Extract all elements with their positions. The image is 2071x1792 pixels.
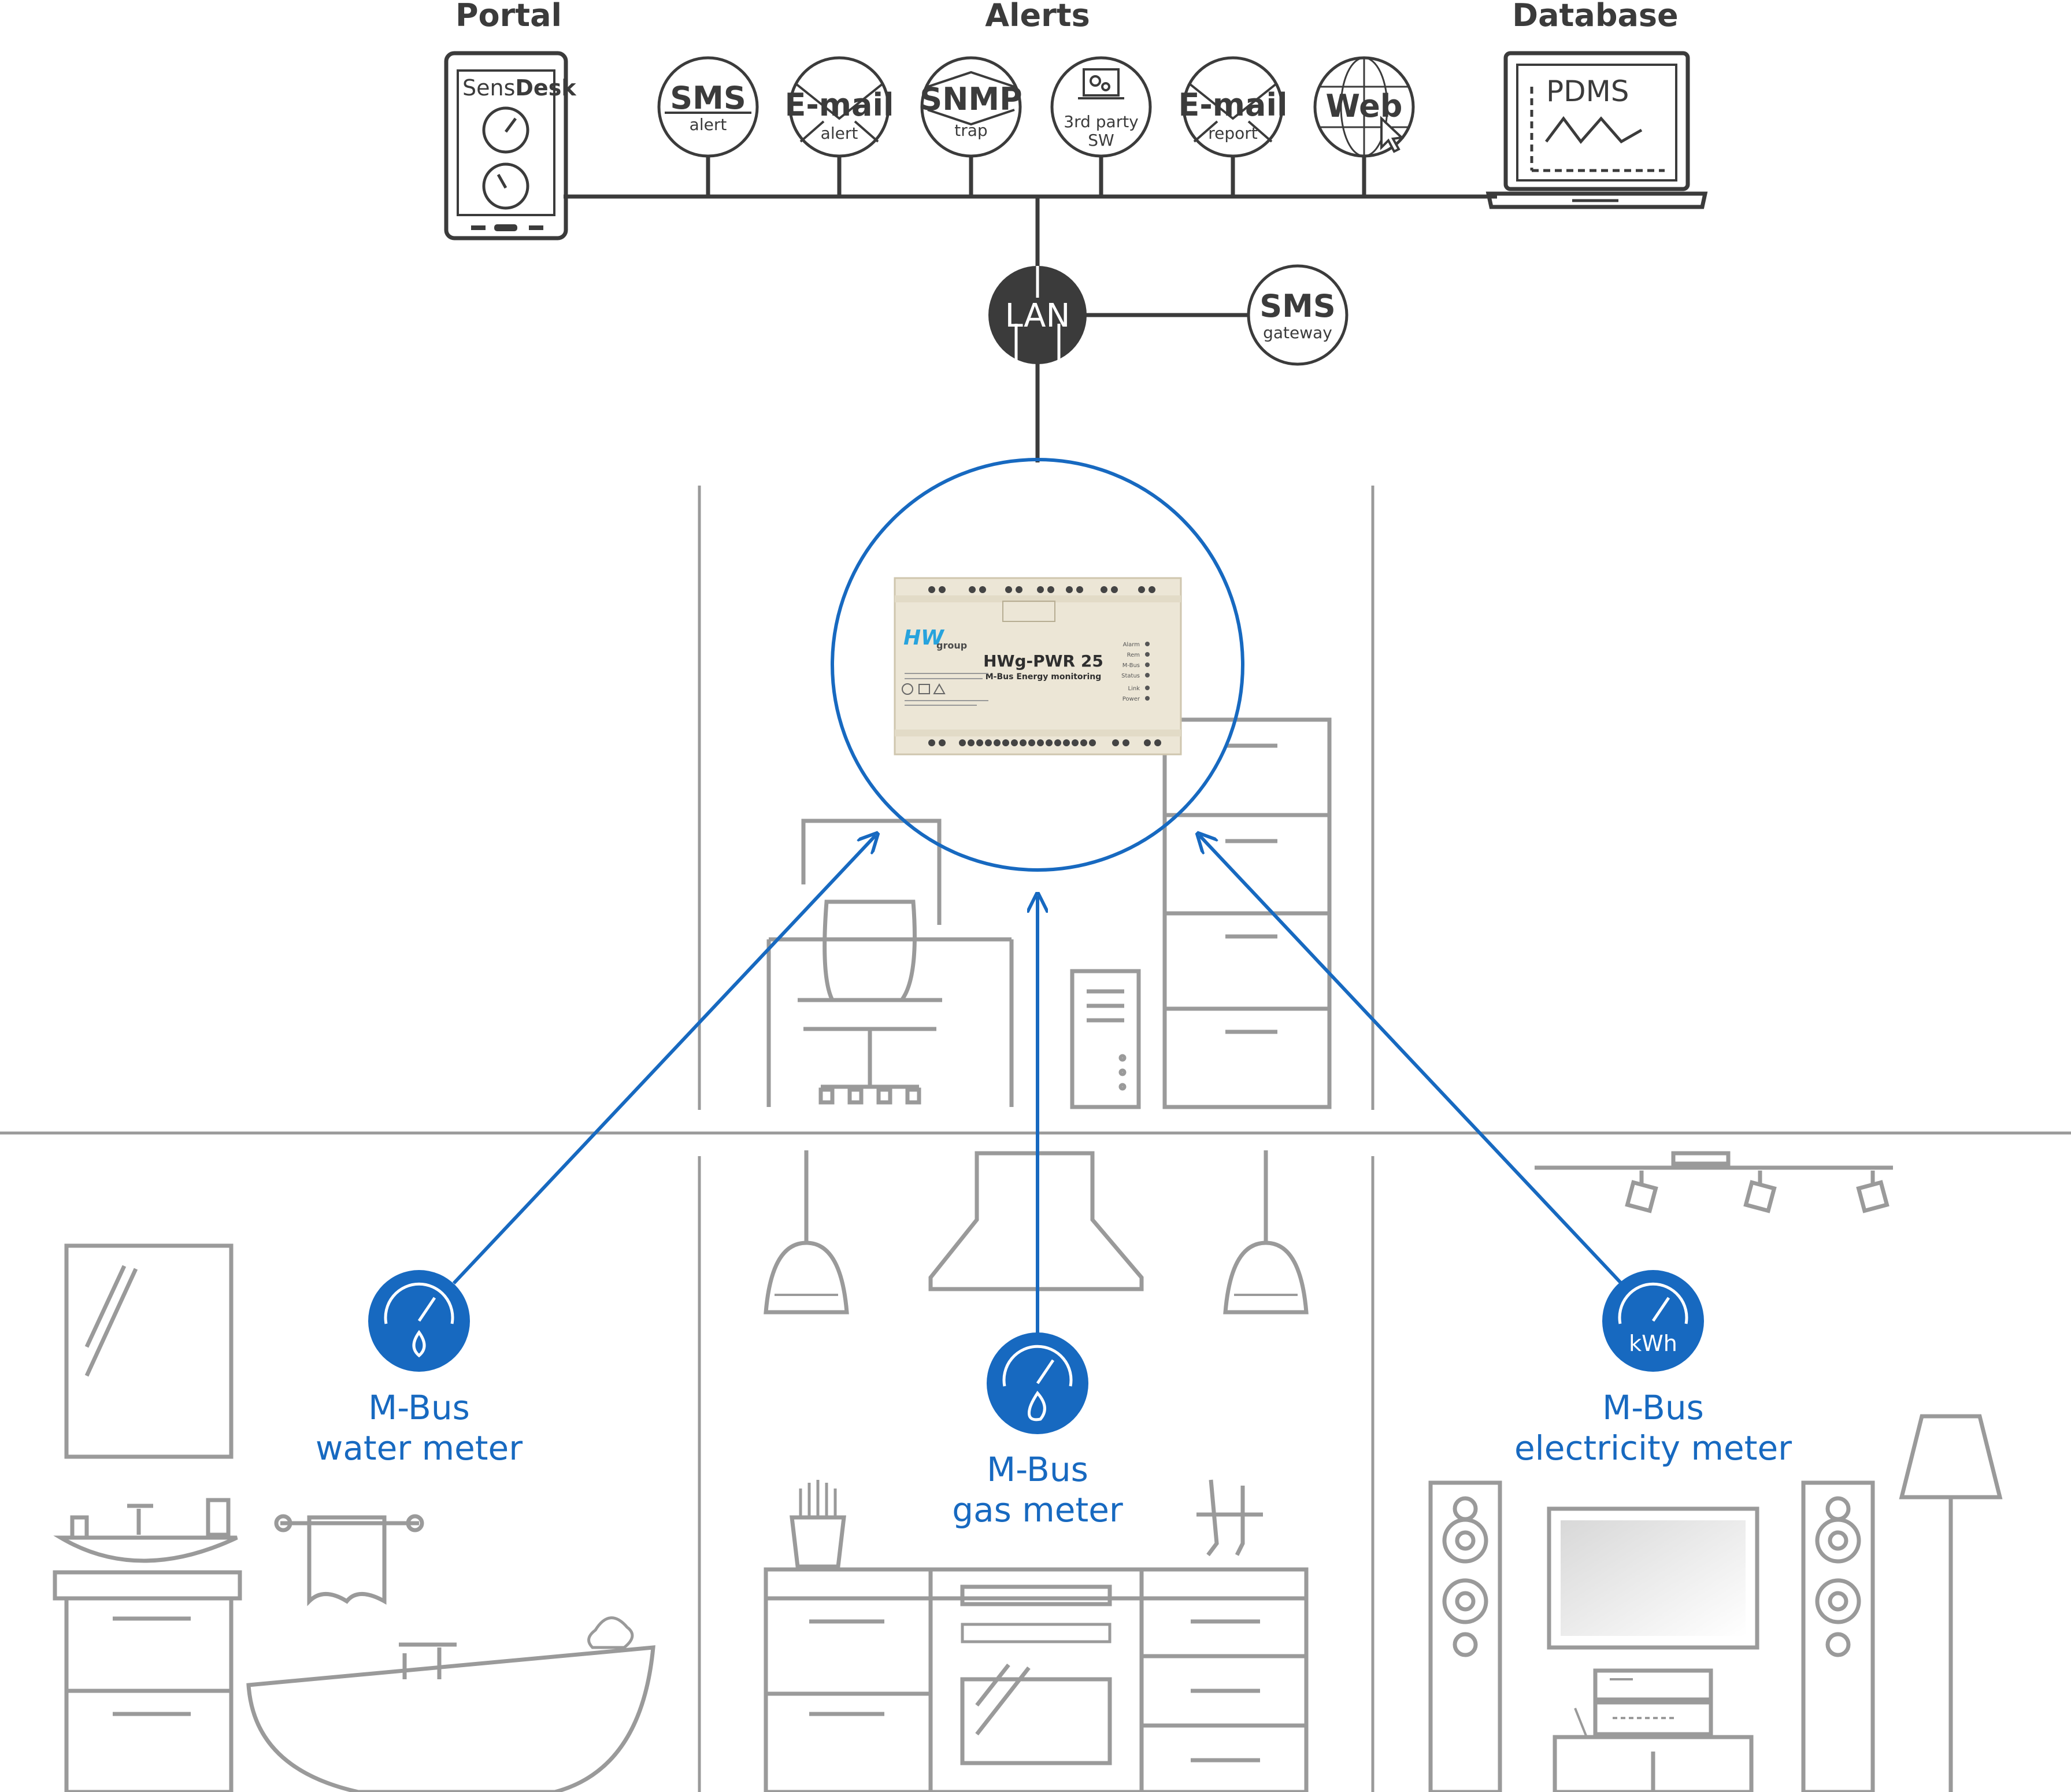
alert-snmp-label: SNMP	[920, 81, 1022, 117]
flame-icon	[1028, 1390, 1046, 1421]
terminal-row-top	[928, 586, 1155, 593]
alert-email-report[interactable]: E-mail report	[1178, 56, 1288, 158]
gauge-icon	[482, 106, 529, 210]
gas-meter-line2: gas meter	[952, 1490, 1123, 1530]
device-brand: HW	[903, 626, 945, 650]
sms-gateway[interactable]: SMS gateway	[1247, 264, 1348, 366]
led-label: M-Bus	[1122, 662, 1140, 669]
lan-label: LAN	[1005, 297, 1070, 335]
envelope-icon	[795, 83, 884, 143]
device-circle[interactable]: HW group HWg-PWR 25 M-Bus Energy monitor…	[831, 458, 1244, 872]
alert-sms-sublabel: alert	[690, 115, 727, 134]
alert-email-report-sublabel: report	[1208, 124, 1258, 143]
globe-cursor-icon	[1319, 57, 1409, 157]
lan-hub[interactable]: LAN	[988, 266, 1087, 364]
alert-web[interactable]: Web	[1313, 56, 1415, 158]
alert-sms[interactable]: SMS alert	[657, 56, 759, 158]
device-spec-lines	[905, 673, 988, 706]
water-drop-icon	[412, 1330, 426, 1358]
terminal-row-bottom	[928, 739, 1161, 746]
alert-snmp[interactable]: SNMP trap	[920, 56, 1022, 158]
gas-meter-line1: M-Bus	[987, 1450, 1088, 1489]
bathroom-furniture	[53, 1243, 655, 1792]
kitchen-furniture	[764, 1150, 1309, 1792]
living-room-furniture	[1428, 1151, 2003, 1792]
water-meter-link	[452, 835, 876, 1285]
sms-gateway-sublabel: gateway	[1263, 323, 1332, 342]
envelope-icon	[927, 71, 1015, 126]
gauge-icon	[384, 1282, 454, 1324]
portal-heading: Portal	[455, 0, 562, 34]
chart-icon	[1530, 87, 1665, 172]
hwg-pwr25-device: HW group HWg-PWR 25 M-Bus Energy monitor…	[894, 577, 1182, 756]
gauge-icon	[1618, 1282, 1688, 1324]
certification-marks-icon	[902, 683, 946, 695]
envelope-icon	[1188, 83, 1277, 143]
office-furniture	[766, 717, 1332, 1109]
kwh-icon: kWh	[1629, 1331, 1677, 1356]
electricity-meter[interactable]: kWh M-Bus electricity meter	[1514, 1270, 1792, 1468]
led-label: Alarm	[1123, 642, 1140, 648]
alert-sms-label: SMS	[670, 80, 746, 116]
led-label: Link	[1128, 686, 1140, 692]
alert-3rd-party-sublabel: SW	[1088, 131, 1114, 150]
alert-3rd-party-label: 3rd party	[1064, 112, 1139, 131]
network-backbone	[564, 156, 1497, 462]
room-dividers	[0, 486, 2071, 1792]
svg-text:SensDesk: SensDesk	[462, 75, 576, 101]
portal-app-name-b: Desk	[515, 75, 576, 101]
mbus-links	[452, 835, 1623, 1338]
database-laptop[interactable]: PDMS	[1485, 51, 1708, 209]
alert-email-label: E-mail	[784, 87, 894, 123]
device-brand-sub: group	[936, 640, 967, 651]
electricity-meter-line2: electricity meter	[1514, 1428, 1792, 1468]
device-leds: Alarm Rem M-Bus Status Link Power	[1121, 642, 1150, 702]
gas-meter[interactable]: M-Bus gas meter	[952, 1332, 1123, 1530]
device-model: HWg-PWR 25	[983, 651, 1103, 671]
led-label: Rem	[1127, 652, 1140, 658]
device-subtitle: M-Bus Energy monitoring	[986, 672, 1102, 682]
sms-gateway-label: SMS	[1259, 288, 1336, 324]
alert-snmp-sublabel: trap	[954, 121, 987, 140]
gear-monitor-icon	[1078, 68, 1124, 99]
water-meter[interactable]: M-Bus water meter	[316, 1270, 523, 1468]
water-meter-line1: M-Bus	[368, 1388, 470, 1427]
alert-3rd-party[interactable]: 3rd party SW	[1050, 56, 1152, 158]
database-heading: Database	[1512, 0, 1678, 34]
alert-email[interactable]: E-mail alert	[784, 56, 894, 158]
alert-email-report-label: E-mail	[1178, 87, 1287, 123]
gauge-icon	[1002, 1345, 1073, 1387]
portal-app-name-a: Sens	[462, 75, 515, 101]
led-label: Status	[1121, 673, 1140, 679]
electricity-meter-line1: M-Bus	[1602, 1388, 1704, 1427]
alert-web-label: Web	[1326, 88, 1403, 124]
alerts-heading: Alerts	[985, 0, 1090, 34]
portal-tablet[interactable]: SensDesk	[444, 51, 576, 240]
alert-email-sublabel: alert	[821, 124, 858, 143]
database-label: PDMS	[1546, 75, 1629, 108]
led-label: Power	[1122, 696, 1140, 702]
electricity-meter-link	[1199, 835, 1623, 1285]
water-meter-line2: water meter	[316, 1428, 523, 1468]
